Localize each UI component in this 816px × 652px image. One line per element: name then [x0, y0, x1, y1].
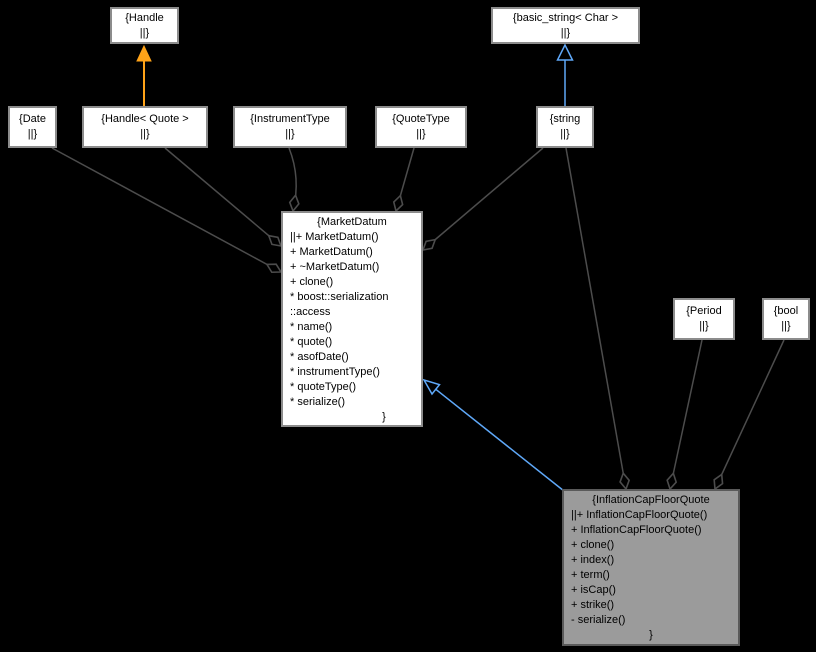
class-name: {MarketDatum [317, 216, 387, 228]
record-suffix: ||} [285, 128, 295, 140]
record-suffix: ||} [27, 128, 38, 140]
class-name: {string [549, 113, 581, 125]
class-name: {Date [19, 113, 46, 125]
edge-aggregation-string-to-icfq [565, 147, 631, 491]
record-suffix: ||} [560, 26, 571, 39]
class-node-date[interactable]: {Date ||} [8, 106, 57, 148]
class-member: + index() [571, 554, 615, 566]
class-member: * instrumentType() [290, 366, 380, 378]
class-name: {QuoteType [392, 113, 450, 125]
orange-arrowhead-icon [136, 44, 152, 62]
class-name: {Handle< Quote > [101, 113, 189, 125]
class-node-basic-string[interactable]: {basic_string< Char > ||} [491, 7, 640, 44]
edge-aggregation-handlequote-to-marketdatum [164, 147, 283, 248]
class-member: + MarketDatum() [290, 246, 373, 258]
class-name: {bool [773, 305, 799, 317]
class-member: * quote() [290, 336, 333, 348]
class-node-bool[interactable]: {bool ||} [762, 298, 810, 340]
class-member: ||+ InflationCapFloorQuote() [571, 509, 708, 521]
record-closing-brace: } [382, 411, 386, 423]
class-node-quote-type[interactable]: {QuoteType ||} [375, 106, 467, 148]
diamond-icon [713, 473, 724, 491]
diamond-icon [265, 263, 283, 274]
hollow-arrowhead-icon [556, 43, 574, 61]
edge-aggregation-period-to-icfq [666, 339, 703, 491]
class-name: {Handle [125, 11, 164, 24]
record-suffix: ||} [699, 320, 709, 332]
record-suffix: ||} [140, 128, 150, 140]
diamond-icon [267, 234, 283, 248]
hollow-arrowhead-icon [422, 378, 441, 396]
edge-aggregation-string-to-marketdatum [421, 147, 544, 252]
class-member: + InflationCapFloorQuote() [571, 524, 702, 536]
class-member: + term() [571, 569, 610, 581]
record-suffix: ||} [560, 128, 570, 140]
class-member: + clone() [571, 539, 615, 551]
class-member: ||+ MarketDatum() [290, 231, 379, 243]
record-closing-brace: } [649, 629, 653, 641]
edge-instantiation-handlequote-to-handle [136, 44, 152, 106]
class-member: ::access [290, 306, 331, 318]
record-suffix: ||} [416, 128, 426, 140]
class-node-inflation-cap-floor-quote: {InflationCapFloorQuote ||+ InflationCap… [562, 489, 740, 646]
class-member: + isCap() [571, 584, 616, 596]
record-suffix: ||} [139, 26, 150, 39]
class-node-market-datum[interactable]: {MarketDatum ||+ MarketDatum() + MarketD… [281, 211, 423, 427]
class-node-handle-quote[interactable]: {Handle< Quote > ||} [82, 106, 208, 148]
class-node-instrument-type[interactable]: {InstrumentType ||} [233, 106, 347, 148]
class-member: * asofDate() [290, 351, 349, 363]
diamond-icon [421, 238, 437, 252]
class-member: * boost::serialization [290, 291, 389, 303]
diamond-icon [619, 471, 631, 491]
diamond-icon [392, 194, 404, 213]
edge-aggregation-instrumenttype-to-marketdatum [288, 147, 300, 213]
class-member: - serialize() [571, 614, 626, 626]
class-node-handle[interactable]: {Handle ||} [110, 7, 179, 44]
class-member: * quoteType() [290, 381, 357, 393]
edge-aggregation-quotetype-to-marketdatum [392, 147, 415, 213]
edge-inheritance-string-to-basicstring [556, 43, 574, 106]
class-member: + strike() [571, 599, 615, 611]
class-name: {InflationCapFloorQuote [592, 494, 710, 506]
class-name: {Period [686, 305, 722, 317]
class-name: {InstrumentType [250, 113, 330, 125]
class-node-period[interactable]: {Period ||} [673, 298, 735, 340]
class-name: {basic_string< Char > [512, 11, 619, 24]
class-member: + ~MarketDatum() [290, 261, 380, 273]
class-member: * serialize() [290, 396, 346, 408]
diamond-icon [288, 193, 300, 213]
diamond-icon [666, 471, 678, 491]
edge-inheritance-icfq-to-marketdatum [422, 378, 565, 492]
class-node-string[interactable]: {string ||} [536, 106, 594, 148]
class-member: + clone() [290, 276, 334, 288]
record-suffix: ||} [781, 320, 791, 332]
class-member: * name() [290, 321, 333, 333]
edge-aggregation-date-to-marketdatum [51, 147, 283, 274]
edge-aggregation-bool-to-icfq [713, 339, 785, 491]
